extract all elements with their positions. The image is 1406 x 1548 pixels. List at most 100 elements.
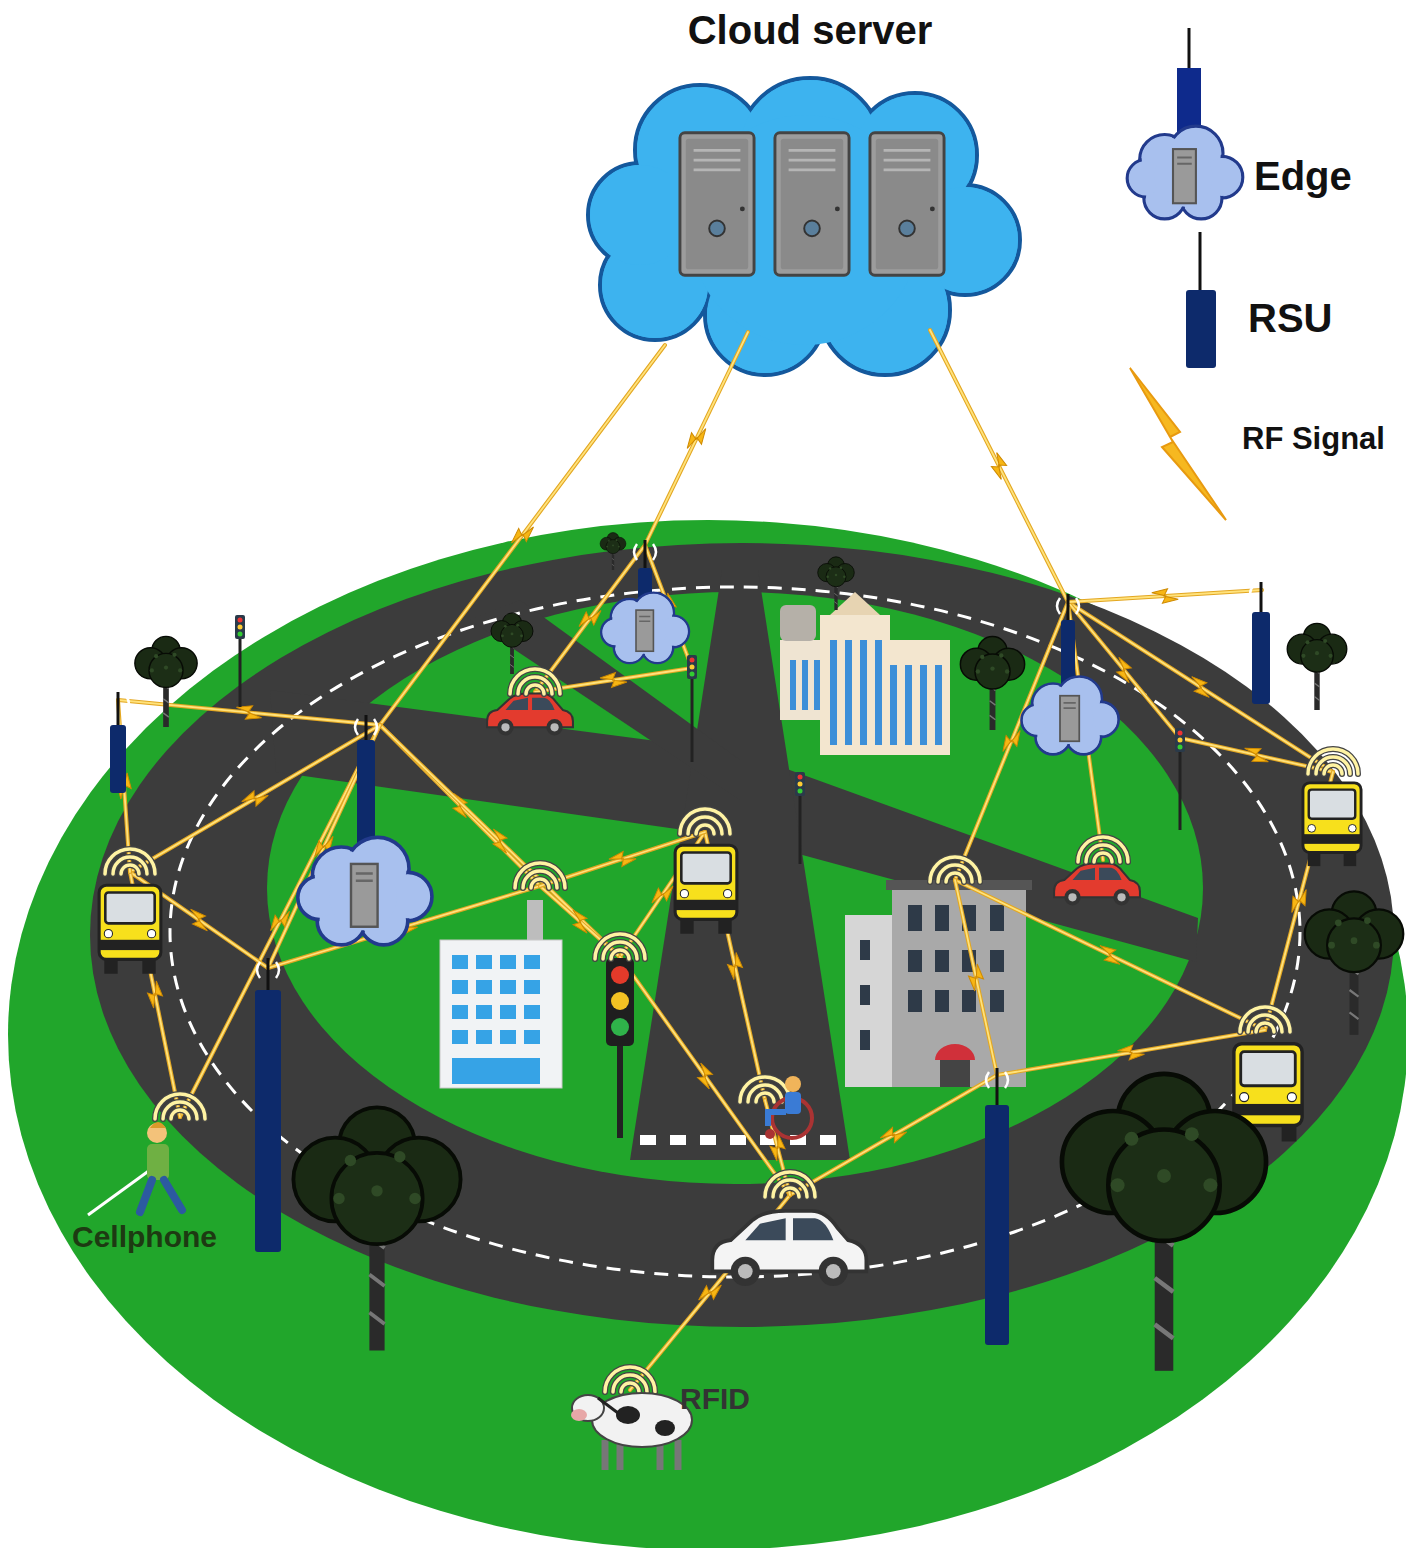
rf-line — [645, 332, 748, 545]
wheelchair-user — [765, 1076, 812, 1139]
tree — [600, 533, 626, 570]
emitter — [634, 544, 656, 560]
wifi-arc — [696, 825, 714, 834]
antenna — [1260, 582, 1263, 612]
edge-cloud — [601, 593, 689, 663]
bolt-mark — [509, 520, 536, 549]
wifi-arc — [510, 669, 560, 694]
lamp — [690, 672, 695, 677]
wifi-arc — [531, 879, 549, 888]
lamp — [238, 632, 243, 637]
server-icon — [680, 133, 754, 275]
rf-line — [930, 330, 1068, 602]
wifi-arc — [781, 1188, 799, 1197]
lamp — [611, 1018, 629, 1036]
server-icon — [870, 133, 944, 275]
wifi-arc — [1316, 757, 1350, 774]
rf-line — [997, 1030, 1265, 1075]
wifi-arc — [773, 1180, 807, 1197]
legend-icons — [1127, 28, 1243, 520]
lamp — [1178, 745, 1183, 750]
lamp — [611, 966, 629, 984]
bolt — [1289, 887, 1309, 916]
bolt — [566, 908, 595, 936]
legend-item: Edge — [1254, 154, 1352, 198]
wifi-arc — [523, 871, 557, 888]
wifi-arc — [1256, 1023, 1274, 1032]
emitter — [355, 719, 377, 735]
bolt-mark — [649, 880, 675, 909]
car — [1054, 864, 1140, 906]
rsu-tower — [107, 692, 129, 793]
bolt-mark — [1095, 943, 1125, 967]
legend-text: RSU — [1248, 296, 1332, 340]
lamp — [798, 789, 803, 794]
tower-body — [357, 740, 375, 850]
wifi-arc — [756, 1093, 774, 1102]
wifi-arc — [748, 1085, 782, 1102]
wifi-arc — [155, 1094, 205, 1119]
bolt — [692, 1061, 719, 1090]
wifi-arc — [605, 1367, 655, 1392]
emitter — [107, 696, 129, 712]
rsu-tower — [355, 715, 377, 850]
wifi-arc — [1324, 765, 1342, 774]
bolt-mark — [577, 604, 604, 633]
wifi-arc — [1078, 837, 1128, 862]
wifi-arc — [605, 1367, 655, 1392]
wifi-arc — [611, 950, 629, 959]
tree — [491, 613, 533, 674]
bolt — [446, 791, 474, 819]
wifi-arc — [781, 1188, 799, 1197]
legend-item: RSU — [1248, 296, 1332, 340]
wifi-arc — [1240, 1007, 1290, 1032]
bolt — [879, 1122, 909, 1147]
tower-body — [255, 990, 281, 1252]
wifi-arc — [515, 863, 565, 888]
wifi-arc — [938, 865, 972, 882]
emitter — [1057, 598, 1079, 614]
bolt — [1186, 674, 1215, 700]
rf-line — [1068, 602, 1333, 772]
wifi-symbol — [105, 849, 155, 874]
bolt-mark — [1152, 588, 1179, 604]
emitter — [986, 1072, 1008, 1088]
pole — [799, 794, 802, 864]
wifi-arc — [163, 1102, 197, 1119]
edge-cloud — [298, 837, 432, 945]
bolt-mark — [696, 1278, 723, 1307]
light-box — [795, 772, 805, 796]
bolt — [685, 424, 709, 454]
legend-item: RF Signal — [1242, 422, 1385, 456]
antenna — [644, 540, 647, 568]
lamp — [611, 992, 629, 1010]
bolt — [486, 827, 514, 855]
bolt — [509, 520, 536, 549]
lamp — [1178, 731, 1183, 736]
wifi-symbol — [680, 809, 730, 834]
wifi-symbol — [930, 857, 980, 882]
rf-line — [1068, 602, 1333, 772]
wifi-arc — [603, 942, 637, 959]
tree — [818, 557, 855, 610]
rf-line — [997, 1030, 1265, 1075]
wifi-symbol — [155, 1094, 205, 1119]
antenna — [267, 958, 270, 990]
emitter — [257, 962, 279, 978]
rf-line — [380, 345, 665, 725]
wifi-arc — [1256, 1023, 1274, 1032]
rsu-tower — [1250, 582, 1272, 704]
rf-links — [116, 330, 1333, 1390]
bolt-mark — [486, 827, 514, 855]
wifi-arc — [518, 677, 552, 694]
wifi-symbol — [1078, 837, 1128, 862]
lamp — [690, 658, 695, 663]
tree — [1305, 891, 1404, 1034]
bolt-mark — [1117, 1043, 1145, 1061]
wifi-symbol — [510, 669, 560, 694]
wifi-arc — [526, 685, 544, 694]
device-label: RFID — [680, 1382, 750, 1415]
tower-body — [985, 1105, 1009, 1345]
wifi-arc — [1240, 1007, 1290, 1032]
